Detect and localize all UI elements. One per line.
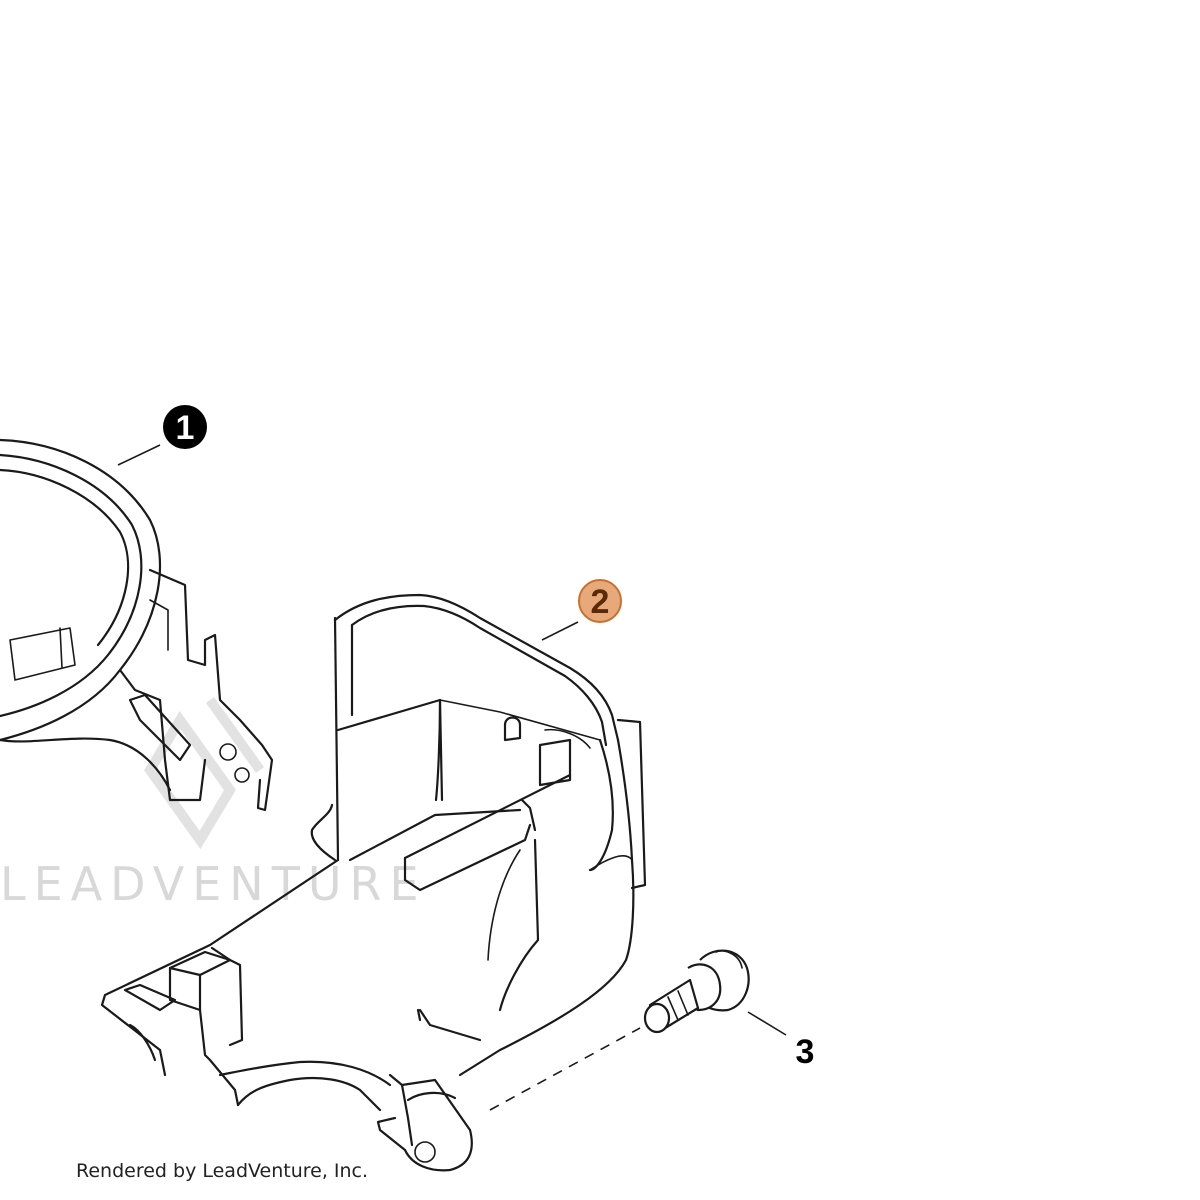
callout-3-label: 3 bbox=[796, 1033, 815, 1071]
leader-line-3 bbox=[747, 1011, 787, 1036]
watermark: LEADVENTURE bbox=[0, 697, 427, 911]
callout-2-label: 2 bbox=[591, 583, 610, 621]
callout-1-label: 1 bbox=[176, 409, 195, 447]
watermark-logo-icon bbox=[144, 697, 265, 850]
watermark-text: LEADVENTURE bbox=[0, 857, 427, 911]
part-2-shroud[interactable] bbox=[100, 593, 647, 1172]
assembly-dashed-line bbox=[489, 1027, 641, 1111]
callout-1[interactable]: 1 bbox=[163, 405, 207, 449]
part-3-screw[interactable] bbox=[643, 949, 750, 1034]
footer-credit: Rendered by LeadVenture, Inc. bbox=[76, 1160, 369, 1182]
part-1-housing[interactable] bbox=[0, 438, 274, 812]
callout-2[interactable]: 2 bbox=[578, 579, 622, 623]
callout-3[interactable]: 3 bbox=[796, 1033, 815, 1071]
callout-1-badge bbox=[163, 405, 207, 449]
leader-line-1 bbox=[117, 444, 161, 466]
callout-2-badge bbox=[578, 579, 622, 623]
leader-line-2 bbox=[541, 621, 579, 641]
